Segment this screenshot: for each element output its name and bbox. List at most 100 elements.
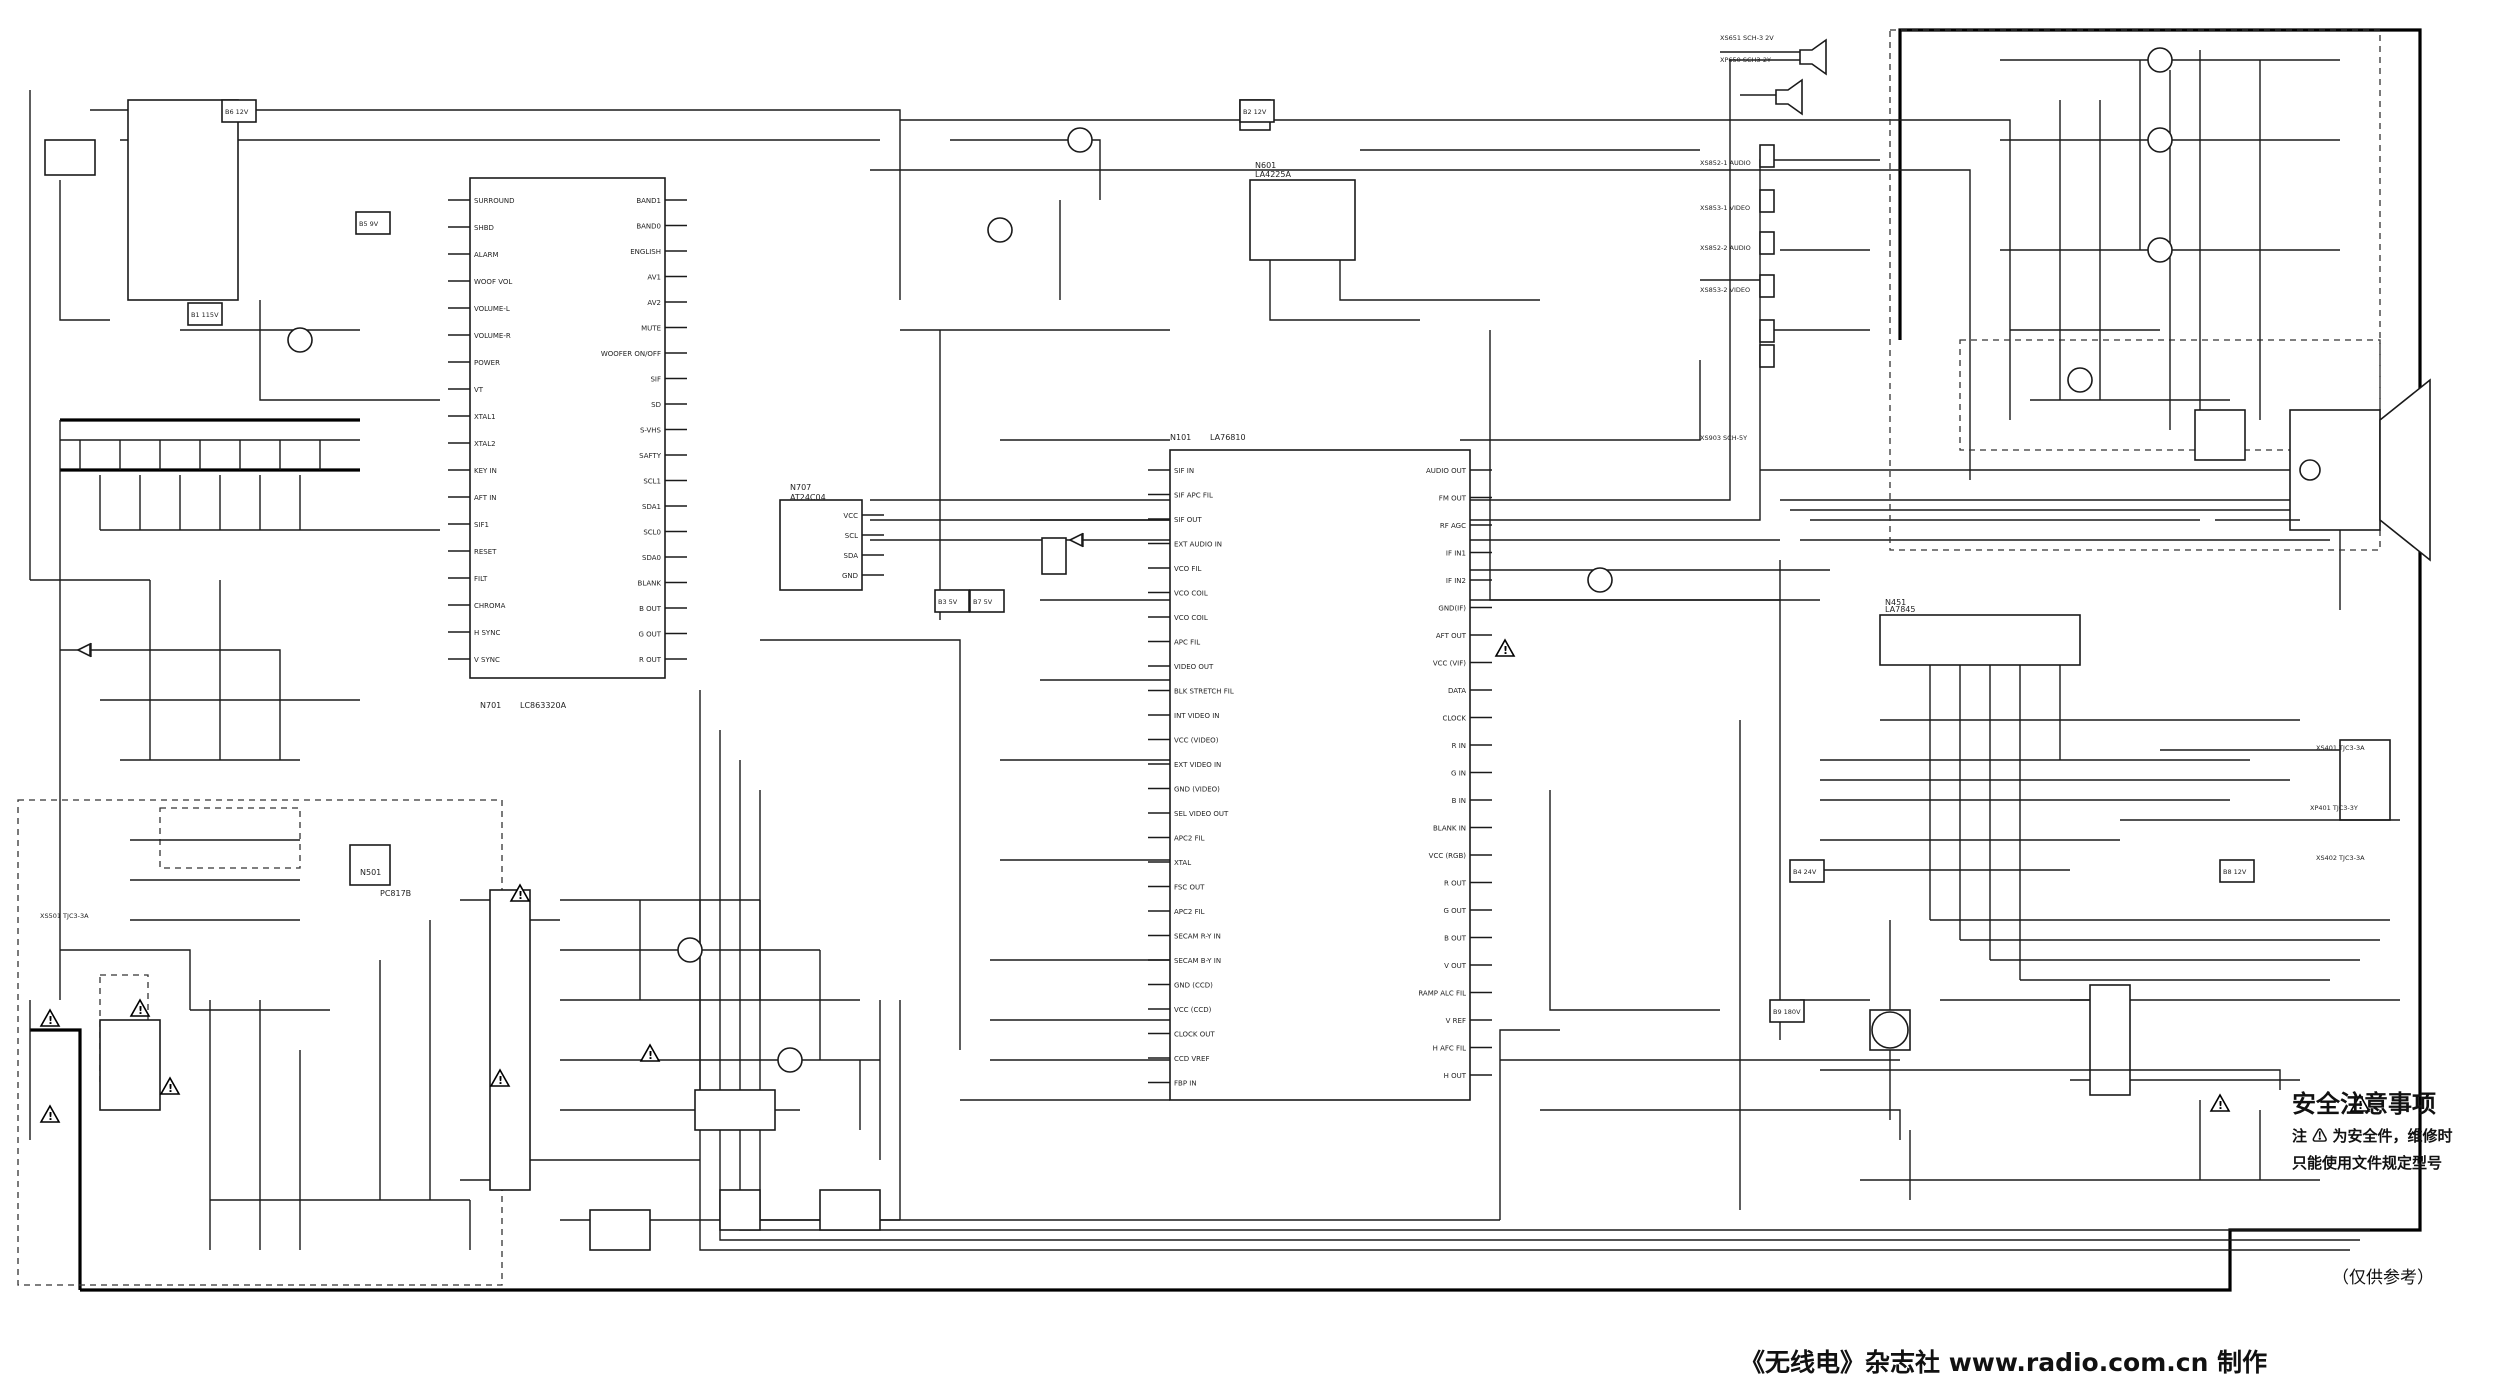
- micro-pin-label: WOOF VOL: [474, 278, 512, 286]
- rail-label: B5 9V: [359, 220, 379, 228]
- audio-amp-part: LA4225A: [1255, 170, 1291, 179]
- warning-triangle-icon: !: [39, 1008, 61, 1027]
- micro-pin-label: AV2: [647, 299, 661, 307]
- connector-label: XS501 TJC3-3A: [40, 912, 89, 920]
- power-ic-ref: N501: [360, 868, 381, 877]
- micro-pin-label: AFT IN: [474, 494, 497, 502]
- transistor-icon: [287, 47, 2173, 1073]
- crt-board: [1889, 29, 2431, 562]
- jungle-pin-label: BLANK IN: [1433, 825, 1466, 833]
- rail-label: B4 24V: [1793, 868, 1817, 876]
- jungle-pin-label: IF IN1: [1446, 550, 1466, 558]
- jungle-pin-label: AFT OUT: [1436, 632, 1467, 640]
- vertical-deflection: N451 LA7845: [1879, 598, 2400, 980]
- svg-text:!: !: [48, 1014, 53, 1027]
- av-jacks: [1759, 144, 1775, 368]
- jungle-pin-label: CCD VREF: [1174, 1055, 1210, 1063]
- rail-label: B1 115V: [191, 311, 219, 319]
- eeprom-pin-label: SCL: [845, 532, 858, 540]
- jungle-pin-label: APC2 FIL: [1174, 908, 1205, 916]
- jungle-pin-label: RAMP ALC FIL: [1418, 990, 1466, 998]
- micro-pin-label: ENGLISH: [630, 248, 661, 256]
- rail-box: [187, 302, 223, 326]
- micro-pin-label: SD: [651, 401, 661, 409]
- warning-triangle-icon: !: [129, 998, 151, 1017]
- connector-label: XS401 TJC3-3A: [2316, 744, 2365, 752]
- svg-text:!: !: [2358, 1099, 2363, 1112]
- jungle-pin-label: FSC OUT: [1174, 884, 1205, 892]
- micro-pin-label: SDA1: [642, 503, 661, 511]
- connector-label: XS852-2 AUDIO: [1700, 244, 1751, 252]
- jungle-pin-label: BLK STRETCH FIL: [1174, 688, 1234, 696]
- rail-box: [969, 589, 1005, 613]
- svg-text:!: !: [138, 1004, 143, 1017]
- jungle-pin-label: APC FIL: [1174, 639, 1200, 647]
- jungle-pin-label: VCO COIL: [1174, 590, 1208, 598]
- svg-text:!: !: [1503, 644, 1508, 657]
- safety-line-2: 只能使用文件规定型号: [2292, 1154, 2443, 1172]
- jungle-ref: N101: [1170, 433, 1191, 442]
- micro-pin-label: RESET: [474, 548, 497, 556]
- jungle-pin-label: H OUT: [1444, 1072, 1467, 1080]
- jungle-pin-label: VCC (CCD): [1174, 1006, 1212, 1014]
- jungle-pin-label: R OUT: [1444, 880, 1467, 888]
- jungle-part: LA76810: [1210, 433, 1246, 442]
- jungle-pin-label: FM OUT: [1439, 495, 1467, 503]
- power-ic-part: PC817B: [380, 889, 411, 898]
- jungle-pin-label: FBP IN: [1174, 1080, 1197, 1088]
- micro-pin-label: XTAL1: [474, 413, 496, 421]
- svg-text:!: !: [48, 1110, 53, 1123]
- safety-notice: 安全注意事项 注 ⚠ 为安全件，维修时 只能使用文件规定型号: [2292, 1084, 2502, 1173]
- micro-part: LC863320A: [520, 701, 567, 710]
- power-supply: N501 PC817B: [17, 799, 901, 1286]
- svg-text:!: !: [498, 1074, 503, 1087]
- jungle-pin-label: INT VIDEO IN: [1174, 712, 1220, 720]
- jungle-pin-label: VCC (VIDEO): [1174, 737, 1219, 745]
- jungle-pin-label: VIDEO OUT: [1174, 663, 1214, 671]
- jungle-pin-label: VCC (VIF): [1433, 660, 1466, 668]
- rail-label: B7 5V: [973, 598, 993, 606]
- rail-box: [221, 99, 257, 123]
- jungle-pin-label: RF AGC: [1440, 522, 1466, 530]
- micro-pin-label: G OUT: [638, 631, 661, 639]
- micro-pin-label: CHROMA: [474, 602, 506, 610]
- connector-label: XP650 SCH3-2Y: [1720, 56, 1771, 64]
- if-section: [900, 139, 1170, 1101]
- eeprom-pin-label: SDA: [844, 552, 859, 560]
- micro-pin-label: SCL1: [643, 478, 661, 486]
- micro-pin-label: VOLUME-R: [474, 332, 511, 340]
- crt-icon: [2289, 378, 2431, 562]
- jungle-pin-label: SEL VIDEO OUT: [1174, 810, 1229, 818]
- micro-ref: N701: [480, 701, 501, 710]
- vertical-part: LA7845: [1885, 605, 1915, 614]
- micro-pin-label: XTAL2: [474, 440, 496, 448]
- micro-pin-label: B OUT: [639, 605, 662, 613]
- jungle-pin-label: SECAM B-Y IN: [1174, 957, 1221, 965]
- horizontal-output: [1800, 984, 2400, 1200]
- micro-pin-label: SCL0: [643, 529, 661, 537]
- jungle-pin-label: VCC (RGB): [1429, 852, 1467, 860]
- micro-pin-label: ALARM: [474, 251, 499, 259]
- connector-label: XS852-1 AUDIO: [1700, 159, 1751, 167]
- micro-pin-label: H SYNC: [474, 629, 500, 637]
- micro-pin-label: AV1: [647, 274, 661, 282]
- micro-pin-label: SIF1: [474, 521, 489, 529]
- micro-pin-label: SIF: [650, 376, 661, 384]
- jungle-pin-label: SIF IN: [1174, 467, 1194, 475]
- micro-pin-label: BLANK: [638, 580, 662, 588]
- audio-amplifier: N601 LA4225A: [1239, 99, 1700, 321]
- ir-receiver-block: [29, 90, 440, 761]
- safety-warnings: !!!!!!!!!!: [39, 638, 2371, 1123]
- jungle-pin-label: DATA: [1448, 687, 1466, 695]
- jungle-pin-label: IF IN2: [1446, 577, 1466, 585]
- rail-box: [1769, 999, 1805, 1023]
- micro-pin-label: V SYNC: [474, 656, 500, 664]
